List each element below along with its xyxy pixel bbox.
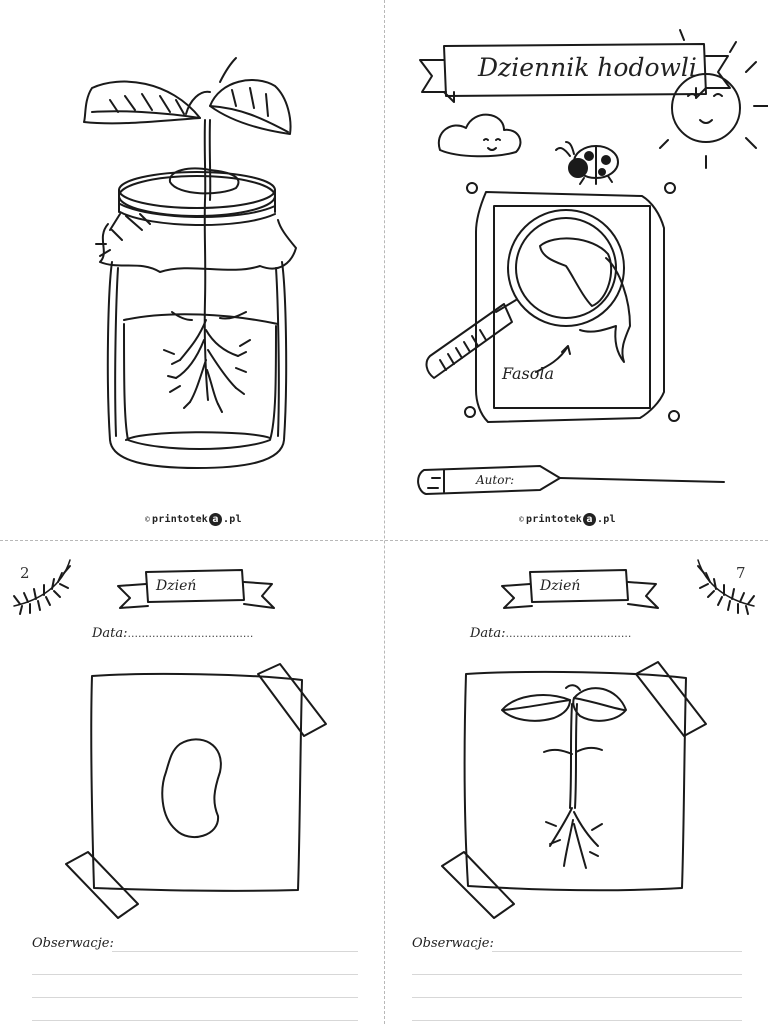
observations-label: Obserwacje: (412, 936, 494, 951)
date-label: Data: (470, 626, 506, 641)
copyright-mark: © (519, 515, 525, 524)
observation-line (412, 974, 742, 975)
journal-title: Dziennik hodowli (478, 53, 697, 82)
logo-domain: .pl (597, 514, 616, 525)
copyright-mark: © (145, 515, 151, 524)
day-label: Dzień (156, 578, 197, 594)
logo-a-circle: a (209, 513, 223, 526)
observation-line (32, 997, 358, 998)
logo-a-circle: a (583, 513, 597, 526)
day-page-right: 7 Dzień Data:...........................… (384, 540, 768, 1024)
logo-brand-text: printotek (152, 514, 209, 525)
seedling-photo-frame (441, 559, 755, 919)
observation-line (492, 951, 742, 952)
observation-line (412, 997, 742, 998)
title-panel: Dziennik hodowli Fasola Autor: ©printote… (384, 0, 768, 526)
date-row: Data:...................................… (470, 626, 631, 641)
observations-label: Obserwacje: (32, 936, 114, 951)
logo-domain: .pl (223, 514, 242, 525)
date-row: Data:...................................… (92, 626, 253, 641)
page-number: 2 (20, 564, 30, 582)
title-page-illustration (417, 29, 768, 495)
day-page-left: 2 Dzień Data:...........................… (0, 540, 384, 1024)
observation-line (32, 974, 358, 975)
jar-with-bean-sprout-illustration (83, 57, 297, 469)
date-label: Data: (92, 626, 128, 641)
page-number: 7 (736, 564, 746, 582)
observation-line (112, 951, 358, 952)
bean-seed-photo-frame (13, 559, 327, 919)
vertical-cut-line (384, 0, 385, 1024)
date-dots: .................................... (127, 627, 254, 640)
observation-line (412, 1020, 742, 1021)
day-label: Dzień (540, 578, 581, 594)
author-label: Autor: (476, 473, 515, 487)
date-dots: .................................... (505, 627, 632, 640)
horizontal-cut-line (0, 540, 768, 541)
logo-brand-text: printotek (526, 514, 583, 525)
subject-label: Fasola (502, 364, 555, 383)
observation-line (32, 1020, 358, 1021)
